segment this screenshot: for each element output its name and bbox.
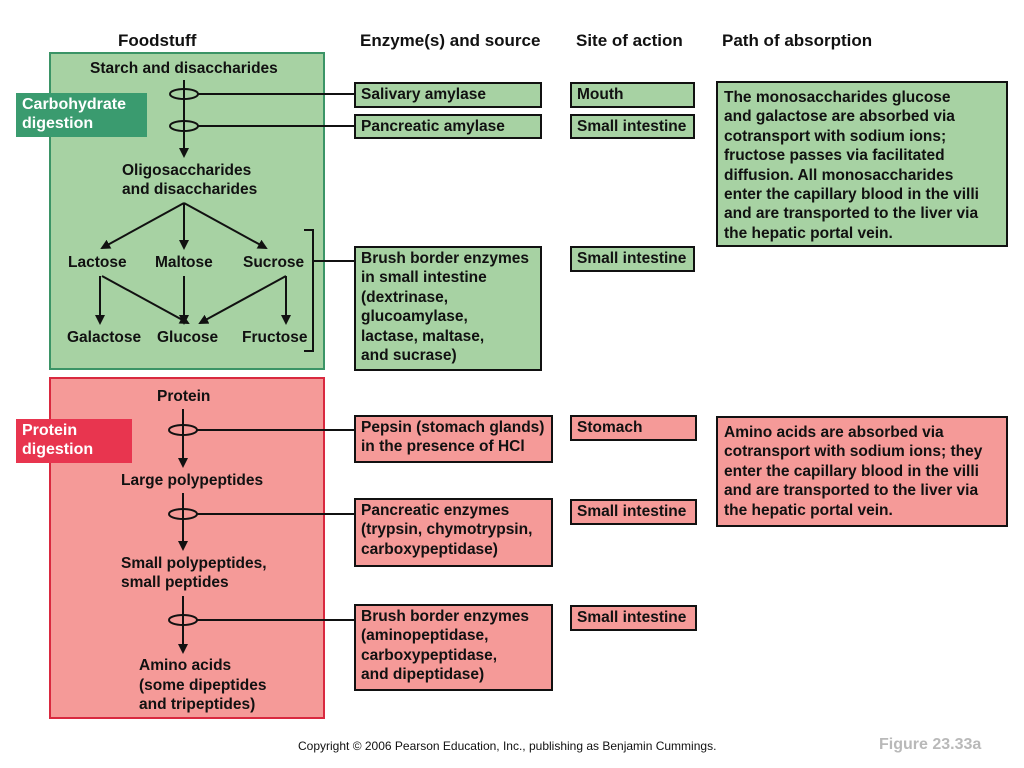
protein-badge-line2: digestion (22, 441, 94, 458)
header-enzymes: Enzyme(s) and source (360, 31, 541, 50)
carbohydrate-badge-line1: Carbohydrate (22, 96, 127, 113)
sucrose-label: Sucrose (243, 254, 305, 271)
protein-label: Protein (157, 388, 211, 405)
site-small-intestine-carb-1: Small intestine (570, 114, 695, 139)
arrow-sucrose-glucose (198, 275, 287, 324)
site-small-intestine-protein-2: Small intestine (570, 605, 697, 631)
header-foodstuff: Foodstuff (118, 31, 197, 50)
protein-badge-line1: Protein (22, 422, 78, 439)
large-polypeptides-label: Large polypeptides (121, 472, 264, 489)
small-polypeptides-line2: small peptides (121, 574, 229, 591)
figure-label: Figure 23.33a (879, 736, 982, 753)
enzyme-pancreatic-protein: Pancreatic enzymes (trypsin, chymotrypsi… (354, 498, 553, 567)
header-site: Site of action (576, 31, 683, 50)
header-path: Path of absorption (722, 31, 873, 50)
site-small-intestine-carb-2: Small intestine (570, 246, 695, 272)
enzyme-brush-border-protein: Brush border enzymes (aminopeptidase, ca… (354, 604, 553, 691)
galactose-label: Galactose (67, 329, 142, 346)
enzyme-pepsin: Pepsin (stomach glands) in the presence … (354, 415, 553, 463)
oligo-label-line1: Oligosaccharides (122, 162, 252, 179)
protein-badge: Protein digestion (16, 419, 132, 463)
oligo-label-line2: and disaccharides (122, 181, 258, 198)
glucose-label: Glucose (157, 329, 219, 346)
site-mouth: Mouth (570, 82, 695, 108)
carb-absorption-text: The monosaccharides glucose and galactos… (716, 81, 1008, 247)
enzyme-salivary-amylase: Salivary amylase (354, 82, 542, 108)
copyright-text: Copyright © 2006 Pearson Education, Inc.… (298, 739, 717, 753)
arrow-to-lactose (100, 202, 185, 249)
site-small-intestine-protein-1: Small intestine (570, 499, 697, 525)
amino-acids-line2: (some dipeptides (139, 677, 267, 694)
small-polypeptides-line1: Small polypeptides, (121, 555, 267, 572)
fructose-label: Fructose (242, 329, 308, 346)
protein-absorption-text: Amino acids are absorbed via cotransport… (716, 416, 1008, 527)
brush-border-bracket (304, 229, 314, 352)
lactose-label: Lactose (68, 254, 127, 271)
enzyme-brush-border-carb: Brush border enzymes in small intestine … (354, 246, 542, 371)
enzyme-pancreatic-amylase: Pancreatic amylase (354, 114, 542, 139)
site-stomach: Stomach (570, 415, 697, 441)
maltose-label: Maltose (155, 254, 213, 271)
amino-acids-line1: Amino acids (139, 657, 232, 674)
starch-label: Starch and disaccharides (90, 60, 278, 77)
arrow-to-sucrose (183, 202, 268, 249)
carbohydrate-badge: Carbohydrate digestion (16, 93, 147, 137)
carbohydrate-badge-line2: digestion (22, 115, 94, 132)
arrow-lactose-glucose (101, 275, 190, 324)
amino-acids-line3: and tripeptides) (139, 696, 256, 713)
